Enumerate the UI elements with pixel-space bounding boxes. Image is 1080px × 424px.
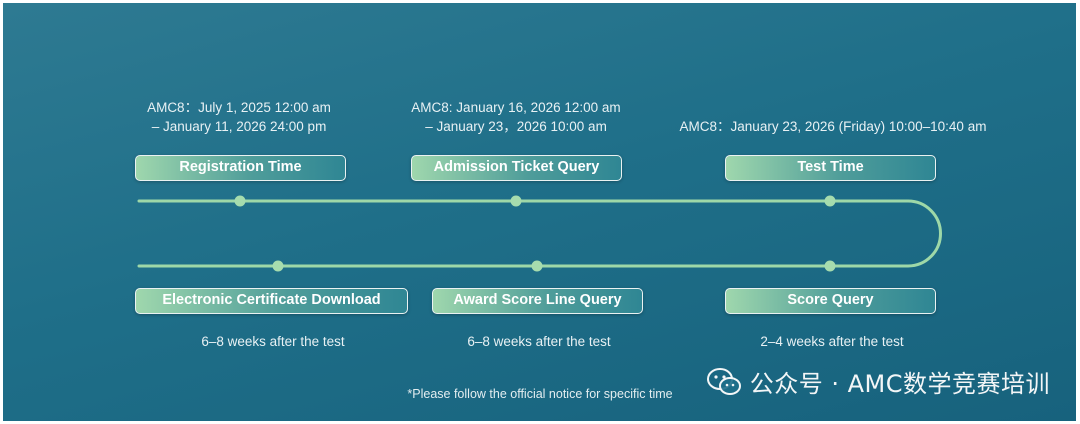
timeline-track	[137, 195, 942, 272]
milestone-dot-certificate	[272, 260, 284, 272]
score-note: 2–4 weeks after the test	[760, 334, 904, 349]
score-query-label: Score Query	[725, 288, 936, 314]
registration-detail: AMC8：July 1, 2025 12:00 am – January 11,…	[139, 98, 339, 136]
test-time-label: Test Time	[725, 155, 936, 181]
admission-detail: AMC8: January 16, 2026 12:00 am – Januar…	[401, 98, 631, 136]
award-note: 6–8 weeks after the test	[467, 334, 611, 349]
admission-detail-line2: – January 23，2026 10:00 am	[425, 119, 607, 134]
milestone-dot-registration	[234, 195, 246, 207]
admission-ticket-query-label: Admission Ticket Query	[411, 155, 622, 181]
registration-time-label: Registration Time	[135, 155, 346, 181]
registration-detail-line2: – January 11, 2026 24:00 pm	[151, 119, 327, 134]
milestone-dot-admission	[510, 195, 522, 207]
milestone-dot-test	[824, 195, 836, 207]
award-score-line-query-label: Award Score Line Query	[432, 288, 643, 314]
wechat-icon	[706, 367, 741, 395]
test-detail: AMC8：January 23, 2026 (Friday) 10:00–10:…	[663, 117, 1003, 136]
footnote: *Please follow the official notice for s…	[407, 387, 673, 401]
registration-detail-line1: AMC8：July 1, 2025 12:00 am	[147, 100, 331, 115]
timeline-line	[137, 199, 942, 268]
admission-detail-line1: AMC8: January 16, 2026 12:00 am	[411, 100, 621, 115]
milestone-dot-award	[531, 260, 543, 272]
certificate-note: 6–8 weeks after the test	[201, 334, 345, 349]
test-detail-line1: AMC8：January 23, 2026 (Friday) 10:00–10:…	[679, 119, 987, 134]
timeline-canvas: AMC8：July 1, 2025 12:00 am – January 11,…	[3, 3, 1076, 421]
watermark-text: 公众号 · AMC数学竞赛培训	[749, 370, 1050, 398]
electronic-certificate-download-label: Electronic Certificate Download	[135, 288, 408, 314]
watermark: 公众号 · AMC数学竞赛培训	[706, 364, 1050, 399]
milestone-dot-score	[824, 260, 836, 272]
